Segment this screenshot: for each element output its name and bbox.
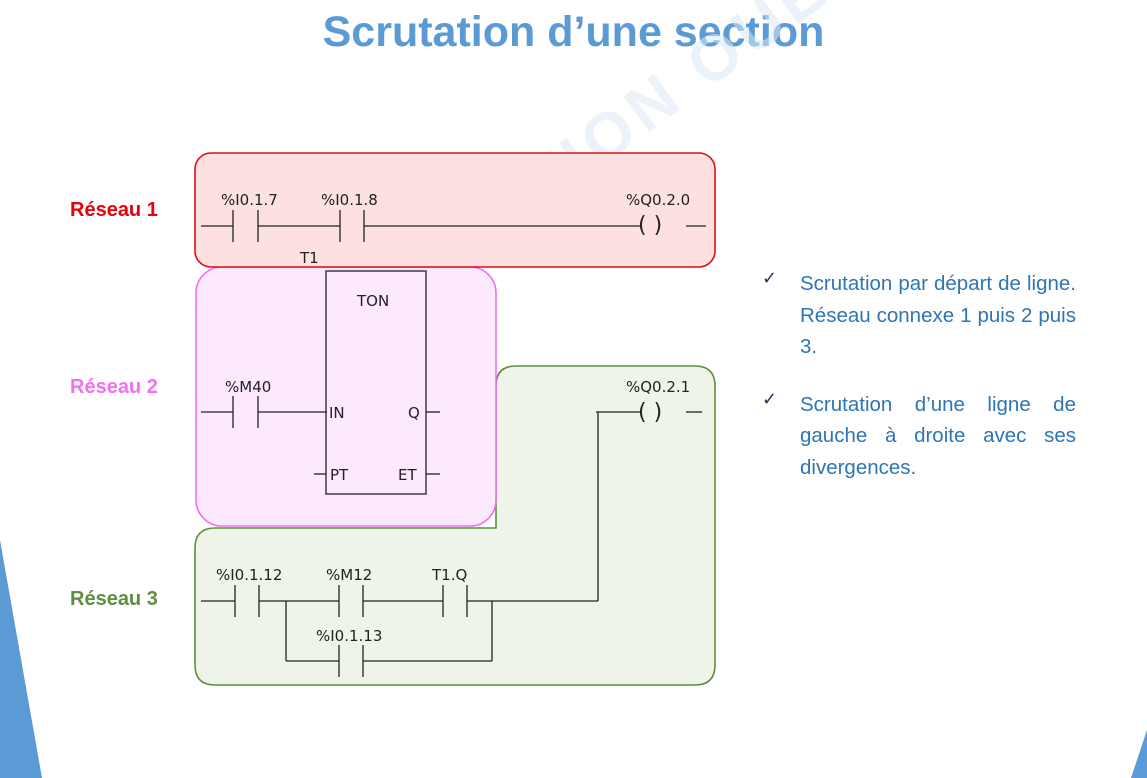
r3-contact1-label: %I0.1.12 [216,566,282,584]
checkmark-icon: ✓ [762,388,778,410]
r3-contact2-label: %M12 [326,566,372,584]
reseau-1-label: Réseau 1 [70,199,158,221]
checkmark-icon: ✓ [762,268,778,289]
pin-in-label: IN [329,404,345,422]
reseau-3-label: Réseau 3 [70,588,158,610]
left-decor-shape [0,540,42,778]
reseau-3-zone [194,365,716,686]
r1-coil-symbol: ( ) [638,213,662,238]
pin-pt-label: PT [330,466,349,484]
bullet-list: ✓ Scrutation par départ de ligne. Réseau… [762,268,1076,509]
r2-contact-label: %M40 [225,378,271,396]
bullet-item: ✓ Scrutation d’une ligne de gauche à dro… [762,389,1076,484]
r1-contact2-label: %I0.1.8 [321,191,378,209]
timer-type-label: TON [356,292,389,310]
page-title: Scrutation d’une section [322,8,825,56]
r3-contact4-label: %I0.1.13 [316,627,382,645]
pin-q-label: Q [408,404,420,422]
timer-name-label: T1 [299,249,319,267]
reseau-2-label: Réseau 2 [70,376,158,398]
r1-coil-label: %Q0.2.0 [626,191,690,209]
bullet-text: Scrutation d’une ligne de gauche à droit… [800,392,1076,479]
r1-contact1-label: %I0.1.7 [221,191,278,209]
reseau-1-zone [194,152,716,268]
ton-block [325,270,427,495]
r2-coil-symbol: ( ) [638,400,662,425]
bullet-item: ✓ Scrutation par départ de ligne. Réseau… [762,268,1076,363]
reseau-2-zone [195,266,497,527]
r2-coil-label: %Q0.2.1 [626,378,690,396]
r3-contact3-label: T1.Q [431,566,467,584]
bullet-text: Scrutation par départ de ligne. Réseau c… [800,272,1076,358]
pin-et-label: ET [398,466,417,484]
right-decor-shape [1131,730,1147,778]
